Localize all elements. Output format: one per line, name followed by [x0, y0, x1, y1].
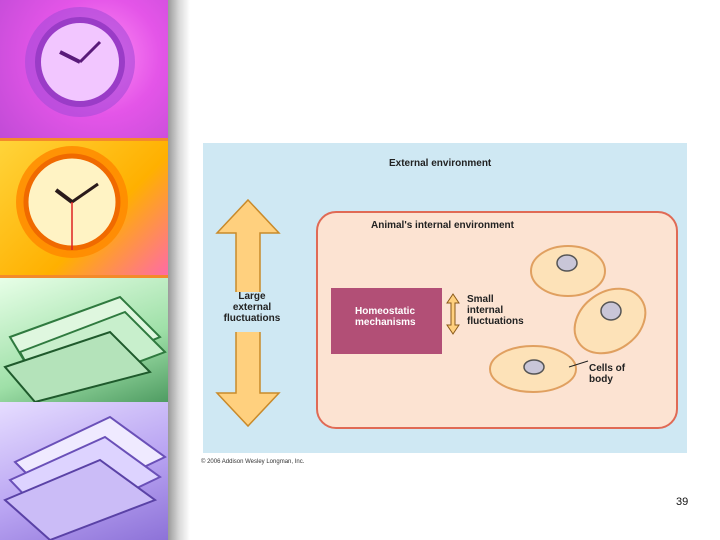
paper-stack-icon: [3, 295, 167, 402]
decorative-photo-strip: [0, 0, 168, 540]
small-fluctuation-arrow: [446, 293, 460, 335]
clock-icon: [16, 146, 128, 258]
homeostasis-figure: External environment Large external fluc…: [193, 133, 691, 473]
homeostatic-mechanisms-box: Homeostatic mechanisms: [331, 288, 442, 354]
divider: [0, 138, 168, 141]
copyright-credit: © 2006 Addison Wesley Longman, Inc.: [201, 459, 305, 465]
large-fluctuations-label: Large external fluctuations: [223, 291, 281, 324]
strip-shadow: [168, 0, 190, 540]
paper-stack-icon: [3, 415, 167, 540]
internal-environment-label: Animal's internal environment: [371, 220, 514, 231]
homeostatic-mechanisms-label: Homeostatic mechanisms: [355, 306, 416, 328]
cell-icon: [530, 245, 606, 297]
large-fluctuation-arrow: [215, 198, 281, 428]
clock-icon: [25, 7, 135, 117]
cells-of-body-label: Cells of body: [589, 363, 626, 385]
body-cells: [489, 245, 647, 393]
cell-icon: [489, 345, 577, 393]
small-fluctuations-label: Small internal fluctuations: [467, 294, 524, 327]
purple-clock-photo: [0, 0, 168, 140]
page-number: 39: [676, 496, 689, 508]
external-environment-label: External environment: [389, 158, 492, 169]
purple-papers-photo: [0, 402, 168, 540]
orange-clock-photo: [0, 140, 168, 277]
cell-icon: [573, 287, 647, 355]
divider: [0, 275, 168, 278]
green-papers-photo: [0, 277, 168, 402]
external-environment-area: External environment Large external fluc…: [203, 143, 687, 453]
